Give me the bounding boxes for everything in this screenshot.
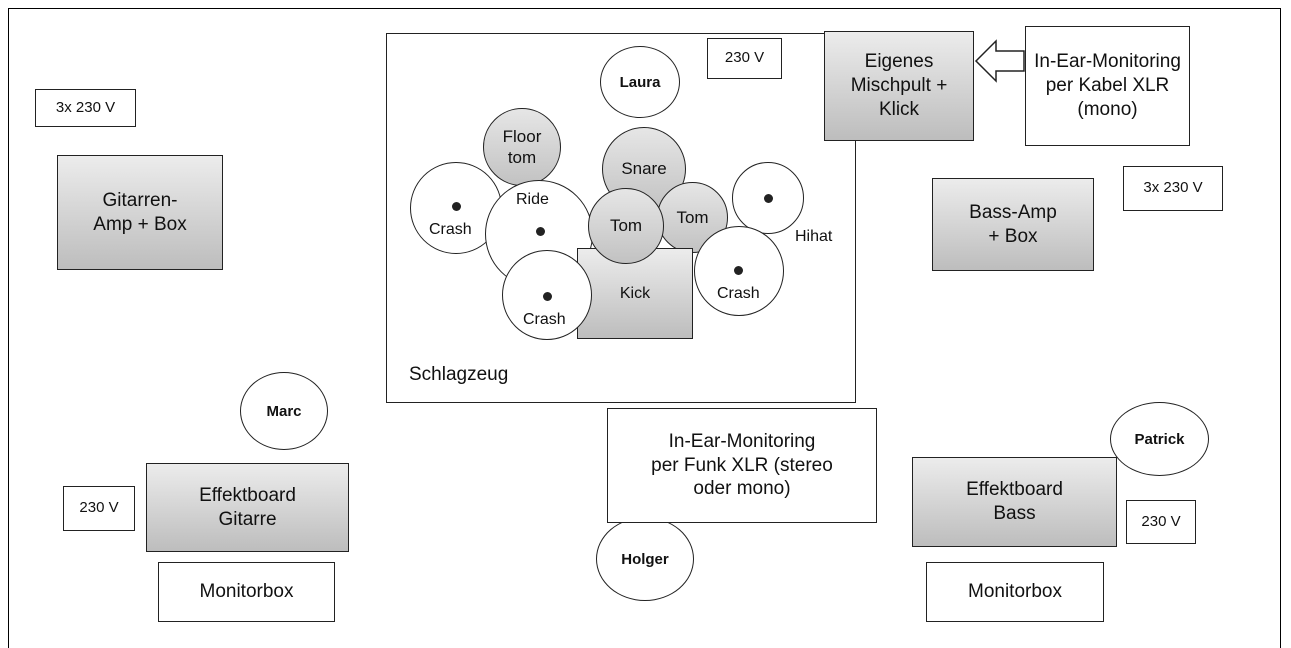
- hihat-dot: [764, 194, 773, 203]
- person-patrick: Patrick: [1110, 402, 1209, 476]
- iem-wireless-box: In-Ear-Monitoring per Funk XLR (stereo o…: [607, 408, 877, 523]
- crash-bottom-label: Crash: [523, 311, 566, 328]
- hihat-cymbal: [732, 162, 804, 234]
- ride-dot: [536, 227, 545, 236]
- drum-area-label: Schlagzeug: [409, 364, 509, 385]
- crash-right-cymbal: Crash: [694, 226, 784, 316]
- fx-board-guitar: Effektboard Gitarre: [146, 463, 349, 552]
- crash-bottom-dot: [543, 292, 552, 301]
- kick-drum: Kick: [577, 248, 693, 339]
- hihat-label: Hihat: [795, 228, 833, 245]
- bass-amp: Bass-Amp + Box: [932, 178, 1094, 271]
- mixer-click: Eigenes Mischpult + Klick: [824, 31, 974, 141]
- power-guitar: 3x 230 V: [35, 89, 136, 127]
- iem-cable-box: In-Ear-Monitoring per Kabel XLR (mono): [1025, 26, 1190, 146]
- crash-left-label: Crash: [429, 221, 472, 238]
- stage-plan: Schlagzeug Crash Floor tom Ride Snare To…: [8, 8, 1281, 648]
- crash-right-label: Crash: [717, 285, 760, 302]
- power-drums: 230 V: [707, 38, 782, 79]
- floor-tom-drum: Floor tom: [483, 108, 561, 186]
- fx-board-bass: Effektboard Bass: [912, 457, 1117, 547]
- person-holger: Holger: [596, 517, 694, 601]
- crash-left-dot: [452, 202, 461, 211]
- stage-outline: [8, 8, 1281, 648]
- power-fx-bass: 230 V: [1126, 500, 1196, 544]
- guitar-amp: Gitarren- Amp + Box: [57, 155, 223, 270]
- power-bass: 3x 230 V: [1123, 166, 1223, 211]
- monitor-box-left: Monitorbox: [158, 562, 335, 622]
- monitor-box-right: Monitorbox: [926, 562, 1104, 622]
- ride-label: Ride: [516, 191, 549, 208]
- crash-right-dot: [734, 266, 743, 275]
- person-marc: Marc: [240, 372, 328, 450]
- crash-bottom-cymbal: Crash: [502, 250, 592, 340]
- power-fx-guitar: 230 V: [63, 486, 135, 531]
- left-arrow-icon: [974, 39, 1025, 83]
- tom-left-drum: Tom: [588, 188, 664, 264]
- person-laura: Laura: [600, 46, 680, 118]
